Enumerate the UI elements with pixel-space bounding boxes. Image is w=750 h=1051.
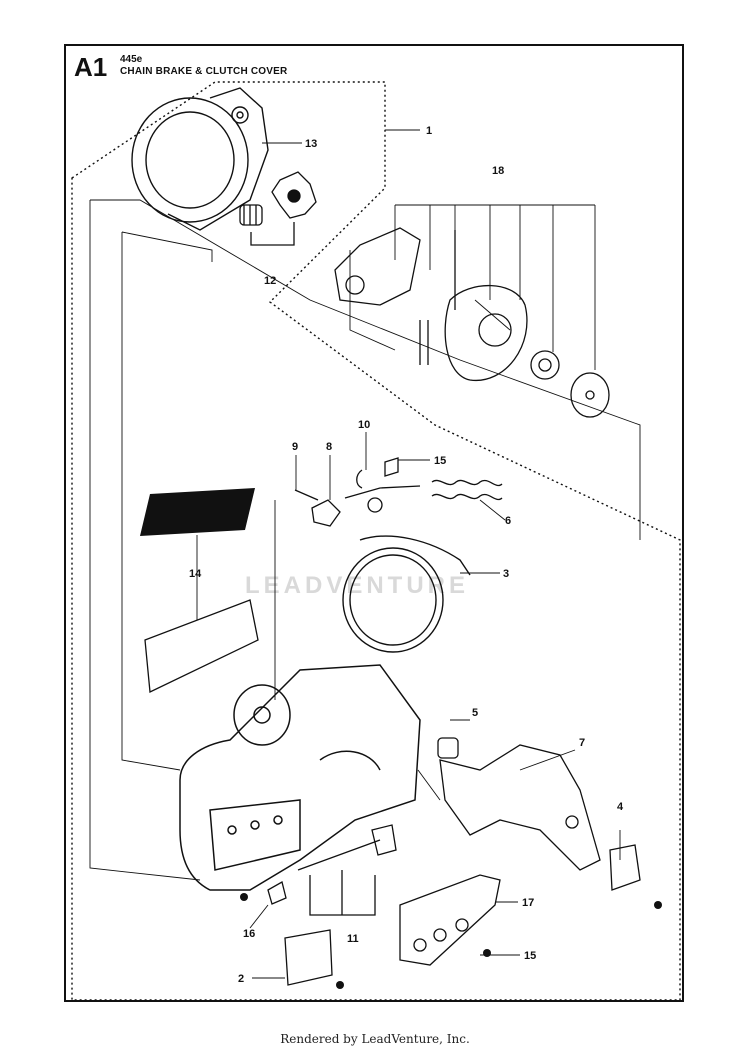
part-main-cover	[179, 664, 421, 891]
guide-lines	[89, 199, 641, 881]
callout-leaders	[249, 129, 621, 979]
part-5-7-4	[437, 737, 641, 891]
callout-15-upper: 15	[434, 455, 446, 467]
callout-15-lower: 15	[524, 950, 536, 962]
callout-1: 1	[426, 125, 432, 137]
page-code: A1	[74, 52, 108, 82]
part-linkage	[294, 457, 503, 527]
screws	[240, 893, 662, 989]
watermark: LEADVENTURE	[245, 572, 470, 599]
callout-10: 10	[358, 419, 370, 431]
part-3-brake-band	[342, 535, 471, 653]
footer-credit: Rendered by LeadVenture, Inc.	[280, 1032, 470, 1046]
assembly-boundary	[71, 81, 681, 1001]
part-14-decal-bottom	[144, 599, 259, 693]
callout-7: 7	[579, 737, 585, 749]
callout-16: 16	[243, 928, 255, 940]
callout-3: 3	[503, 568, 509, 580]
callout-17: 17	[522, 897, 534, 909]
part-11-2-16-17	[267, 824, 501, 986]
callout-13: 13	[305, 138, 317, 150]
callout-5: 5	[472, 707, 478, 719]
callout-4: 4	[617, 801, 624, 813]
callout-14: 14	[189, 568, 202, 580]
callout-9: 9	[292, 441, 298, 453]
diagram-title: CHAIN BRAKE & CLUTCH COVER	[120, 66, 288, 77]
callout-18: 18	[492, 165, 504, 177]
diagram-frame	[64, 44, 684, 1002]
callout-2: 2	[238, 973, 244, 985]
callout-6: 6	[505, 515, 511, 527]
part-14-decal-top	[140, 488, 255, 536]
part-13-cover-housing	[131, 87, 269, 231]
callout-11: 11	[347, 933, 359, 945]
callout-12: 12	[264, 275, 276, 287]
part-18-brake-assembly	[334, 227, 610, 418]
callout-8: 8	[326, 441, 332, 453]
part-12-sprockets	[239, 171, 317, 246]
model-number: 445e	[120, 54, 143, 65]
